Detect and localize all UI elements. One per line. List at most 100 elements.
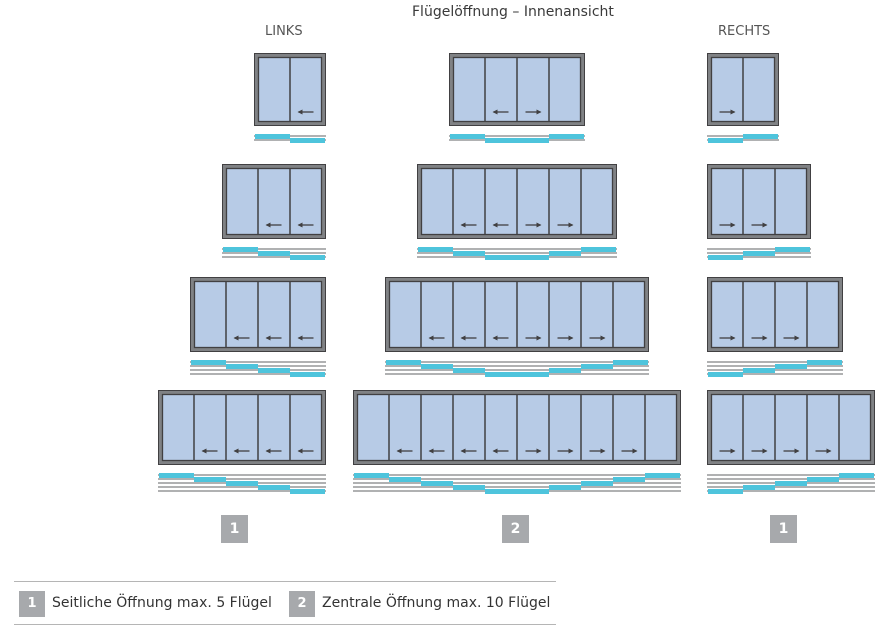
left-row2-sash-2 — [258, 251, 290, 256]
left-row2-sash-3 — [290, 255, 325, 260]
legend-top-divider — [14, 581, 556, 582]
right-row4-glass — [710, 393, 872, 462]
right-row4-sash-4 — [807, 477, 839, 482]
right-row4-arrow-right-icon-head — [826, 448, 832, 454]
right-row1-sash-2 — [743, 134, 778, 139]
right-row1-arrow-right-icon-head — [730, 109, 736, 115]
center-row3-sash-3 — [453, 368, 485, 373]
center-row4-arrow-left-icon-head — [460, 448, 466, 454]
left-row3-arrow-left-icon-head — [233, 335, 239, 341]
center-row3-sash-4 — [485, 372, 517, 377]
left-row4-arrow-left-icon-head — [201, 448, 207, 454]
left-row2-sash-1 — [223, 247, 258, 252]
center-row2-sash-4 — [517, 255, 549, 260]
legend-bottom-divider — [14, 624, 556, 625]
left-row4-sash-5 — [290, 489, 325, 494]
center-row4-arrow-right-icon-head — [536, 448, 542, 454]
center-row3-arrow-right-icon-head — [600, 335, 606, 341]
right-row2-sash-3 — [775, 247, 810, 252]
right-row4-arrow-right-icon-head — [762, 448, 768, 454]
center-row3-sash-7 — [581, 364, 613, 369]
left-row4-sash-2 — [194, 477, 226, 482]
left-row1-sash-2 — [290, 138, 325, 143]
right-row4-sash-5 — [839, 473, 874, 478]
right-row3-arrow-right-icon-head — [794, 335, 800, 341]
center-row2-arrow-left-icon-head — [492, 222, 498, 228]
right-row2-sash-1 — [708, 255, 743, 260]
left-row3-sash-4 — [290, 372, 325, 377]
right-row2-arrow-right-icon-head — [730, 222, 736, 228]
right-row4-sash-2 — [743, 485, 775, 490]
legend-text-2: Zentrale Öffnung max. 10 Flügel — [322, 595, 551, 611]
center-row4-sash-8 — [581, 481, 613, 486]
left-group-badge: 1 — [221, 515, 248, 543]
left-row4-sash-1 — [159, 473, 194, 478]
right-row4-arrow-right-icon-head — [730, 448, 736, 454]
center-row4-sash-4 — [453, 485, 485, 490]
right-row4-sash-1 — [708, 489, 743, 494]
left-row3-sash-3 — [258, 368, 290, 373]
right-column-label: RECHTS — [718, 24, 771, 39]
center-row3-sash-2 — [421, 364, 453, 369]
center-row4-arrow-left-icon-head — [428, 448, 434, 454]
right-row3-arrow-right-icon-head — [730, 335, 736, 341]
center-row4-sash-2 — [389, 477, 421, 482]
left-row1-sash-1 — [255, 134, 290, 139]
left-column-label: LINKS — [265, 24, 303, 39]
center-row3-sash-5 — [517, 372, 549, 377]
left-row2-glass — [225, 167, 323, 236]
center-row1-arrow-left-icon-head — [492, 109, 498, 115]
center-row3-sash-6 — [549, 368, 581, 373]
right-row3-sash-2 — [743, 368, 775, 373]
center-row4-arrow-left-icon-head — [492, 448, 498, 454]
center-row3-arrow-left-icon-head — [460, 335, 466, 341]
center-row2-sash-3 — [485, 255, 517, 260]
right-row3-sash-3 — [775, 364, 807, 369]
left-row2-arrow-left-icon-head — [265, 222, 271, 228]
center-row1-arrow-right-icon-head — [536, 109, 542, 115]
center-row4-arrow-left-icon-head — [396, 448, 402, 454]
center-row3-arrow-right-icon-head — [536, 335, 542, 341]
left-row4-glass — [161, 393, 323, 462]
center-row4-sash-1 — [354, 473, 389, 478]
left-row3-arrow-left-icon-head — [265, 335, 271, 341]
left-row3-sash-1 — [191, 360, 226, 365]
center-row4-sash-10 — [645, 473, 680, 478]
left-row1-arrow-left-icon-head — [297, 109, 303, 115]
center-row4-sash-5 — [485, 489, 517, 494]
right-row4-sash-3 — [775, 481, 807, 486]
center-row4-arrow-right-icon-head — [600, 448, 606, 454]
left-row4-sash-4 — [258, 485, 290, 490]
left-row3-arrow-left-icon-head — [297, 335, 303, 341]
left-row4-arrow-left-icon-head — [233, 448, 239, 454]
left-row3-sash-2 — [226, 364, 258, 369]
right-row2-sash-2 — [743, 251, 775, 256]
center-row4-arrow-right-icon-head — [568, 448, 574, 454]
right-row4-arrow-right-icon-head — [794, 448, 800, 454]
center-row2-sash-1 — [418, 247, 453, 252]
right-row3-sash-1 — [708, 372, 743, 377]
right-row2-arrow-right-icon-head — [762, 222, 768, 228]
right-row2-glass — [710, 167, 808, 236]
center-row3-sash-1 — [386, 360, 421, 365]
right-group-badge: 1 — [770, 515, 797, 543]
right-row1-sash-1 — [708, 138, 743, 143]
legend-badge-2: 2 — [289, 591, 315, 617]
center-row3-sash-8 — [613, 360, 648, 365]
diagram-title: Flügelöffnung – Innenansicht — [412, 4, 614, 20]
left-row4-sash-3 — [226, 481, 258, 486]
center-row2-arrow-right-icon-head — [568, 222, 574, 228]
left-row2-arrow-left-icon-head — [297, 222, 303, 228]
center-row1-sash-2 — [485, 138, 517, 143]
center-row3-arrow-left-icon-head — [492, 335, 498, 341]
legend-text-1: Seitliche Öffnung max. 5 Flügel — [52, 595, 272, 611]
center-row2-sash-2 — [453, 251, 485, 256]
center-row4-sash-3 — [421, 481, 453, 486]
center-row2-sash-5 — [549, 251, 581, 256]
left-row4-arrow-left-icon-head — [297, 448, 303, 454]
center-group-badge: 2 — [502, 515, 529, 543]
right-row3-arrow-right-icon-head — [762, 335, 768, 341]
center-row2-arrow-left-icon-head — [460, 222, 466, 228]
center-row1-sash-1 — [450, 134, 485, 139]
